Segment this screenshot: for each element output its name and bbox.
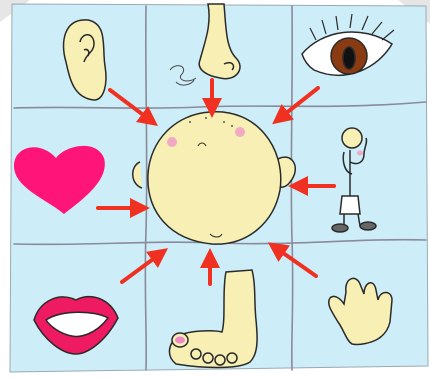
diagram-canvas (0, 0, 430, 376)
senses-diagram (0, 0, 430, 376)
